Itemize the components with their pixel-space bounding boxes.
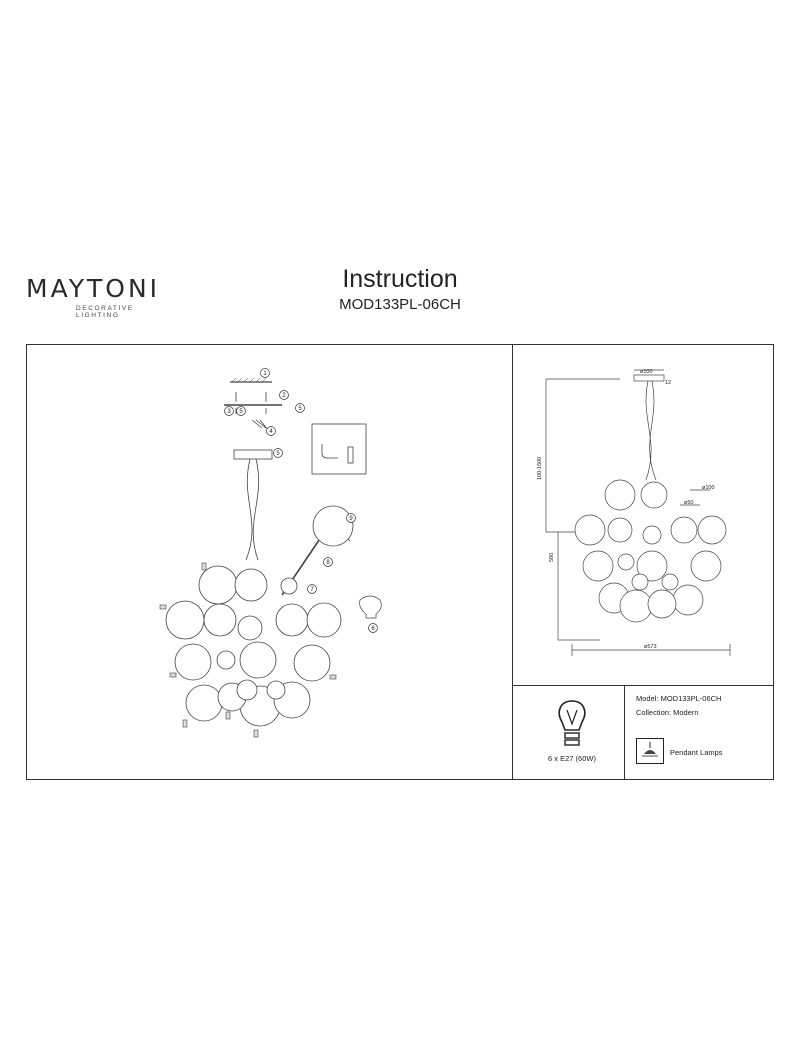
bulb-spec: 6 x E27 (60W) bbox=[548, 754, 596, 763]
dim-body-height: 580 bbox=[549, 553, 555, 562]
pendant-lamp-icon bbox=[636, 738, 664, 764]
step-label: 5 bbox=[298, 406, 302, 412]
brand-tagline: DECORATIVE LIGHTING bbox=[76, 305, 134, 319]
step-label: 6 bbox=[371, 626, 375, 632]
document-header: Instruction MOD133PL-06CH bbox=[300, 265, 500, 313]
brand-logo: MAYTONI DECORATIVE LIGHTING bbox=[26, 276, 176, 319]
dim-shade-small: ø50 bbox=[684, 500, 693, 506]
step-label: 5 bbox=[276, 451, 280, 457]
step-label: 1 bbox=[263, 371, 267, 377]
step-label: 3 bbox=[227, 409, 231, 415]
dim-drop-range: 100-1500 bbox=[537, 457, 543, 480]
step-marker bbox=[260, 368, 270, 378]
page-title: Instruction bbox=[342, 265, 458, 293]
info-collection: Collection: Modern bbox=[636, 708, 699, 717]
frame-divider-horizontal bbox=[512, 685, 774, 686]
bulb-icon bbox=[558, 700, 586, 746]
step-label: 2 bbox=[282, 393, 286, 399]
frame-divider-info bbox=[624, 685, 625, 780]
step-label: 5 bbox=[239, 409, 243, 415]
model-code: MOD133PL-06CH bbox=[339, 295, 461, 313]
step-label: 9 bbox=[349, 516, 353, 522]
step-label: 7 bbox=[310, 587, 314, 593]
dim-canopy-height: 12 bbox=[665, 380, 671, 386]
dim-shade-large: ø100 bbox=[702, 485, 715, 491]
brand-name: MAYTONI bbox=[26, 274, 161, 303]
step-label: 4 bbox=[269, 429, 273, 435]
info-type: Pendant Lamps bbox=[670, 748, 723, 757]
info-model: Model: MOD133PL-06CH bbox=[636, 694, 722, 703]
drawing-frame bbox=[26, 344, 774, 780]
frame-divider-vertical bbox=[512, 344, 513, 780]
step-label: 8 bbox=[326, 560, 330, 566]
dim-canopy-diameter: ø100 bbox=[640, 369, 653, 375]
dim-overall-diameter: ø573 bbox=[644, 644, 657, 650]
